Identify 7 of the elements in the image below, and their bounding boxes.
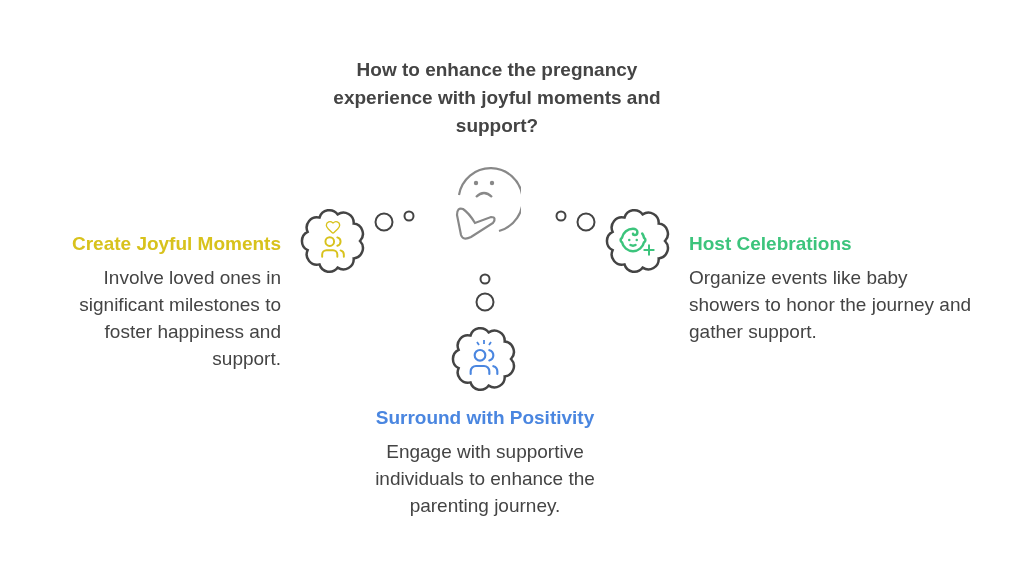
description-text: Organize events like baby showers to honor the journey and gather support. [689,266,972,344]
description-text: Involve loved ones in significant milestones to foster happiness and support. [78,266,281,371]
section-heading: Surround with Positivity [374,406,596,430]
description-text: Engage with supportive individuals to enhance the parenting journey. [374,440,596,518]
section-heading: Create Joyful Moments [70,232,281,256]
section-heading: Host Celebrations [689,232,853,256]
title: How to enhance the pregnancy experience with joyful moments and support? [332,58,662,138]
